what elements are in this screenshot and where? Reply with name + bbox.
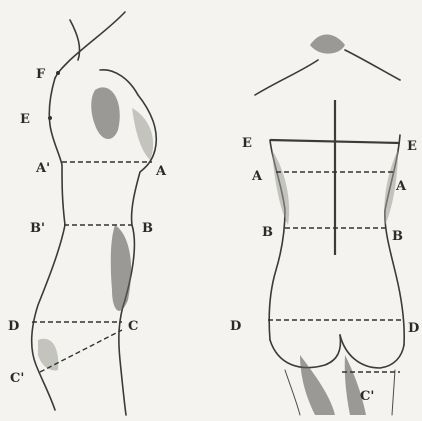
label-side-A: A xyxy=(155,164,167,179)
label-side-A-prime: A' xyxy=(35,161,50,176)
side-point-F xyxy=(56,71,60,75)
back-view-figure xyxy=(255,34,404,415)
label-side-C: C xyxy=(128,319,138,334)
label-back-A-right: A xyxy=(395,179,407,194)
side-neck-line xyxy=(70,20,80,60)
back-right-leg xyxy=(392,370,395,415)
back-left-shoulder xyxy=(255,60,318,95)
label-back-C-prime: C' xyxy=(360,389,374,404)
back-right-buttock xyxy=(340,335,404,368)
label-back-D-left: D xyxy=(230,319,241,334)
label-side-E: E xyxy=(20,112,30,127)
side-back-shade xyxy=(132,108,153,160)
side-view-figure xyxy=(32,12,157,415)
label-back-D-right: D xyxy=(408,321,419,336)
side-thigh-shade xyxy=(38,339,58,371)
label-back-B-right: B xyxy=(392,229,403,244)
label-side-C-prime: C' xyxy=(10,371,24,386)
side-bust-shade xyxy=(91,87,120,139)
side-hip-shade xyxy=(111,225,131,311)
back-left-leg xyxy=(285,370,300,415)
back-hair-shade xyxy=(310,34,345,53)
label-side-B-prime: B' xyxy=(30,221,45,236)
back-gluteal-shade-left xyxy=(300,355,335,415)
label-back-E-right: E xyxy=(407,139,417,154)
label-side-F: F xyxy=(36,67,46,82)
label-back-E-left: E xyxy=(242,136,252,151)
label-back-A-left: A xyxy=(251,169,263,184)
back-right-shoulder xyxy=(345,50,400,80)
back-left-shade xyxy=(272,150,289,225)
label-back-B-left: B xyxy=(262,225,273,240)
side-point-E xyxy=(48,116,52,120)
side-shoulder-line xyxy=(55,12,125,78)
label-side-D: D xyxy=(8,319,19,334)
label-side-B: B xyxy=(142,221,153,236)
